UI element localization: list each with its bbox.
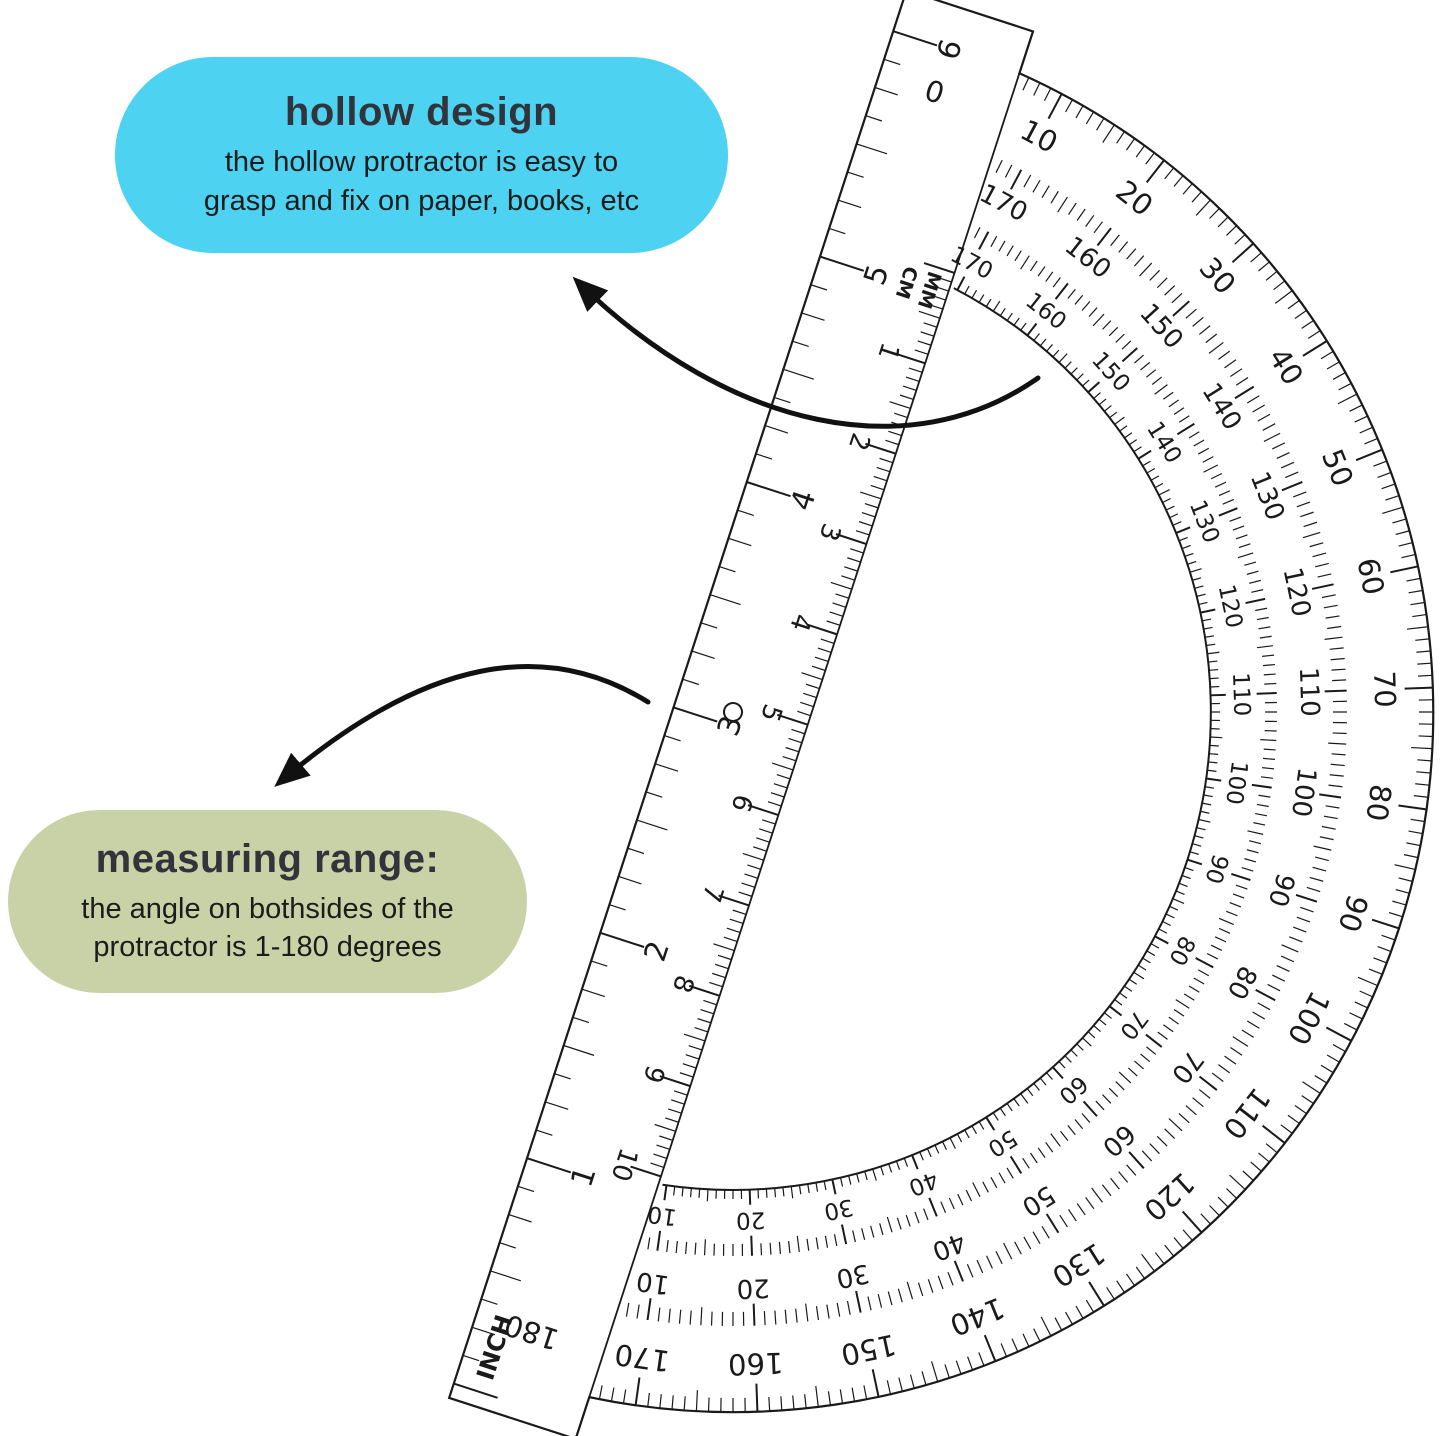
svg-text:110: 110 <box>1227 672 1255 717</box>
svg-text:30: 30 <box>833 1257 872 1293</box>
hollow-design-line1: the hollow protractor is easy to <box>224 146 619 179</box>
arrow-to-hollow-design <box>572 276 1041 429</box>
svg-text:100: 100 <box>1285 766 1322 819</box>
hollow-design-callout: hollow design the hollow protractor is e… <box>115 57 728 253</box>
svg-text:80: 80 <box>1359 782 1398 823</box>
inner-hollow-arc <box>662 287 1212 1191</box>
outer-degree-ticks <box>598 77 1433 1412</box>
measuring-range-callout: measuring range: the angle on bothsides … <box>8 810 527 993</box>
svg-text:70: 70 <box>1367 670 1402 708</box>
svg-text:60: 60 <box>1350 555 1391 598</box>
svg-text:110: 110 <box>1293 667 1325 718</box>
svg-text:100: 100 <box>1220 759 1252 806</box>
fine-degree-ticks <box>647 227 1278 1257</box>
hollow-design-title: hollow design <box>284 90 559 135</box>
svg-text:10: 10 <box>634 1265 671 1299</box>
hollow-design-line2: grasp and fix on paper, books, etc <box>203 184 640 217</box>
ruler-cm-edge-line <box>574 31 1034 1436</box>
arrow-to-measuring-range <box>274 664 651 787</box>
annotation-arrows <box>274 276 1041 787</box>
middle-degree-ticks <box>625 159 1347 1326</box>
measuring-range-line2: protractor is 1-180 degrees <box>93 931 442 963</box>
inner-arc-ticks <box>663 276 1226 1205</box>
svg-text:170: 170 <box>612 1337 672 1378</box>
measuring-range-title: measuring range: <box>95 836 440 881</box>
measuring-range-line1: the angle on bothsides of the <box>81 892 454 925</box>
svg-text:160: 160 <box>727 1346 784 1382</box>
svg-text:10: 10 <box>646 1200 679 1230</box>
protractor-outline <box>447 0 1435 1436</box>
svg-text:30: 30 <box>822 1193 856 1225</box>
protractor: 0102030405060708090100110120130140150160… <box>447 0 1435 1436</box>
center-hole <box>723 702 743 722</box>
svg-text:20: 20 <box>736 1272 770 1303</box>
svg-text:20: 20 <box>736 1206 766 1233</box>
